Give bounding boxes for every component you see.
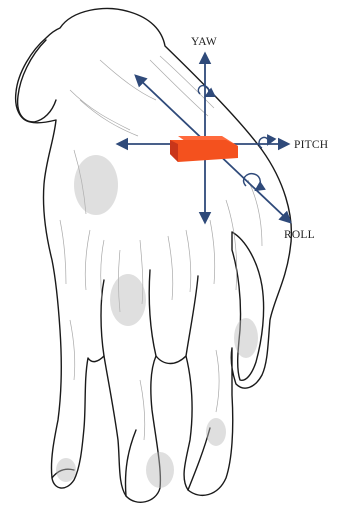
pitch-rotation-icon bbox=[259, 137, 269, 148]
roll-label: ROLL bbox=[284, 229, 315, 241]
pitch-label: PITCH bbox=[294, 139, 328, 151]
dog-rear-illustration bbox=[16, 9, 292, 503]
yaw-label: YAW bbox=[191, 36, 217, 48]
